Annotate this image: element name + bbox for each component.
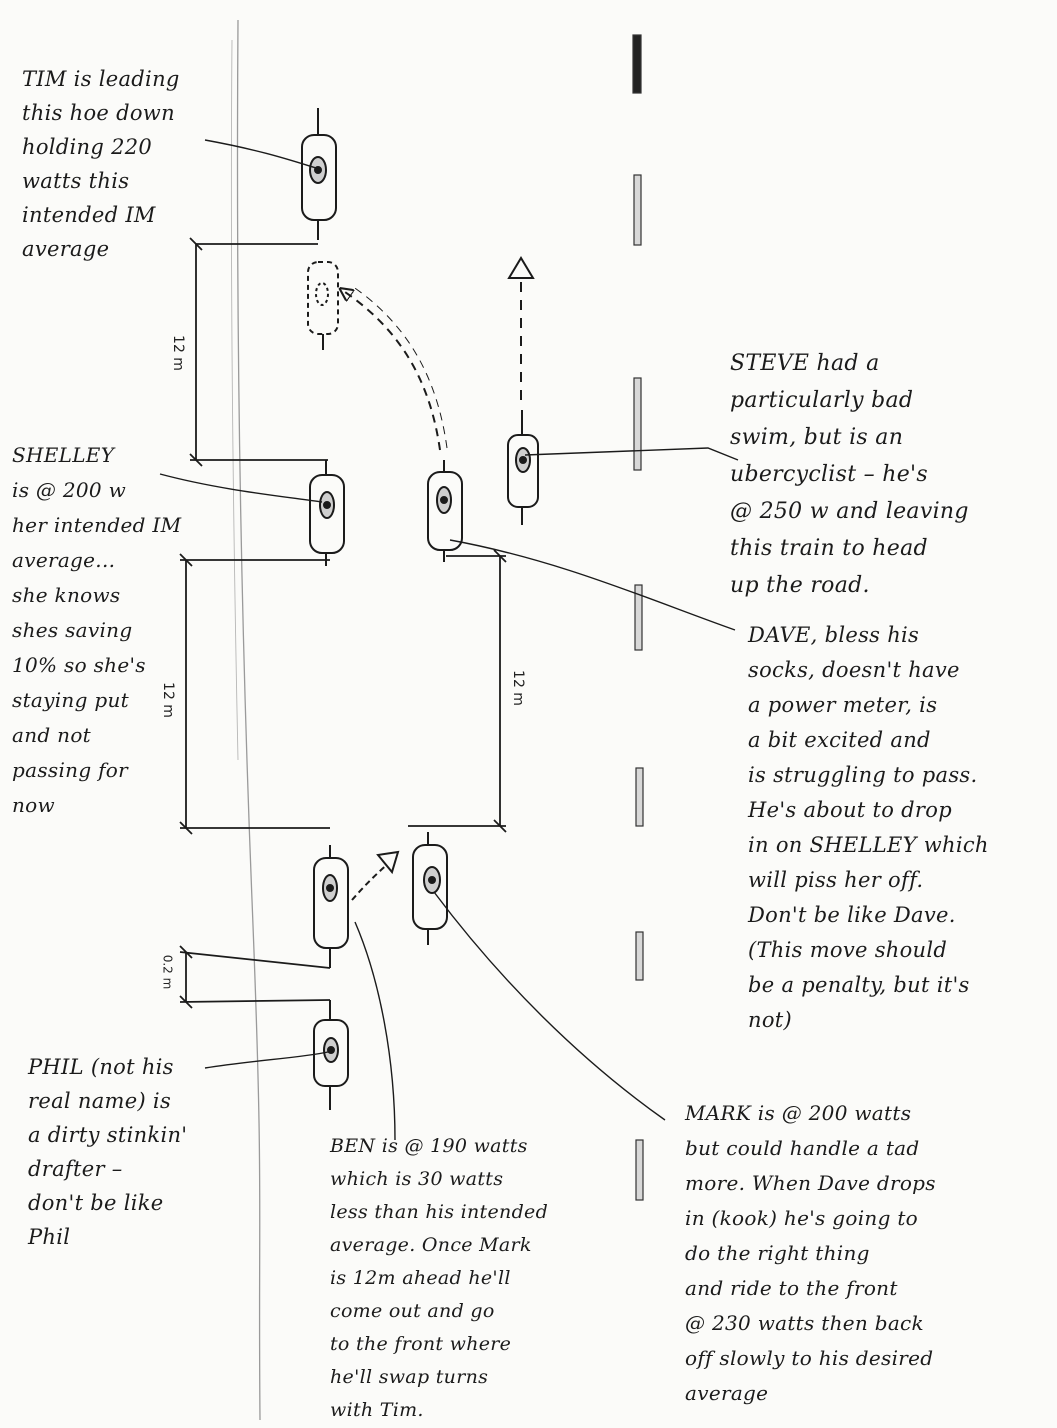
lane-dash-7 bbox=[635, 1139, 644, 1201]
dimension-label-right: 12 m bbox=[509, 670, 526, 706]
dimension-lines bbox=[179, 237, 507, 1009]
ben-pullout-arrow bbox=[351, 850, 400, 901]
rider-steve bbox=[507, 410, 539, 525]
rider-dave bbox=[427, 460, 463, 562]
rider-phil bbox=[313, 1000, 349, 1110]
rider-shelley bbox=[309, 460, 345, 566]
center-line bbox=[632, 34, 644, 1201]
note-dave: DAVE, bless his socks, doesn't have a po… bbox=[748, 623, 989, 1032]
rider-ben bbox=[313, 845, 349, 968]
dave-pass-arrow bbox=[345, 285, 448, 451]
leader-lines bbox=[159, 139, 739, 1141]
rider-ghost-position bbox=[307, 261, 339, 350]
note-phil: PHIL (not his real name) is a dirty stin… bbox=[28, 1055, 188, 1249]
steve-breakaway-arrow bbox=[507, 256, 535, 400]
lane-dash-3 bbox=[633, 377, 642, 471]
note-mark: MARK is @ 200 watts but could handle a t… bbox=[685, 1101, 936, 1405]
rider-tim bbox=[301, 108, 337, 240]
lane-dash-5 bbox=[635, 767, 644, 827]
lane-dash-1 bbox=[632, 34, 642, 94]
dimension-label-small: 0.2 m bbox=[160, 954, 175, 990]
rider-mark bbox=[412, 832, 448, 945]
note-ben: BEN is @ 190 watts which is 30 watts les… bbox=[330, 1135, 549, 1421]
note-steve: STEVE had a particularly bad swim, but i… bbox=[730, 351, 969, 598]
lane-dash-2 bbox=[633, 174, 642, 246]
lane-dash-4 bbox=[634, 584, 643, 651]
note-tim: TIM is leading this hoe down holding 220… bbox=[22, 67, 180, 261]
road-edge bbox=[230, 19, 261, 1421]
lane-dash-6 bbox=[635, 931, 644, 981]
dimension-label-top: 12 m bbox=[169, 335, 186, 371]
note-shelley: SHELLEY is @ 200 w her intended IM avera… bbox=[12, 443, 182, 817]
